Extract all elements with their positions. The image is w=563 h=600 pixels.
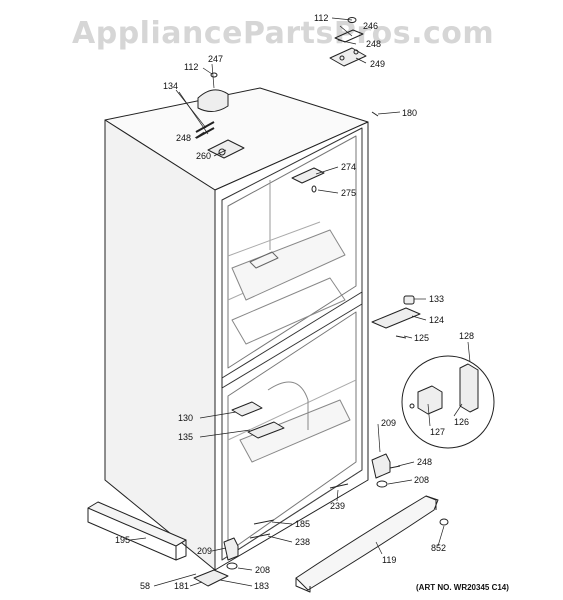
- part-135: [247, 421, 285, 439]
- center-hinge-parts: [371, 295, 421, 339]
- callout-128: 128: [459, 331, 474, 341]
- callout-127: 127: [430, 427, 445, 437]
- callout-labels: 112 246 248 249 180 112 247 134 248 260 …: [115, 13, 509, 592]
- switch-detail-inset: [401, 355, 495, 449]
- callout-275: 275: [341, 188, 356, 198]
- top-hinge-left: [195, 72, 245, 159]
- callout-124: 124: [429, 315, 444, 325]
- callout-112: 112: [314, 13, 328, 23]
- part-130: [231, 401, 263, 417]
- screw-180: [371, 111, 379, 117]
- part-239: [329, 483, 349, 489]
- leader-lines: [129, 17, 471, 587]
- watermark: AppliancePartsPros.com: [72, 16, 495, 51]
- callout-852: 852: [431, 543, 446, 553]
- callout-249: 249: [370, 59, 385, 69]
- callout-274: 274: [341, 162, 356, 172]
- callout-112: 112: [184, 62, 198, 72]
- top-hinge-right: [329, 17, 367, 67]
- callout-181: 181: [174, 581, 189, 591]
- callout-248: 248: [366, 39, 381, 49]
- callout-246: 246: [363, 21, 378, 31]
- callout-130: 130: [178, 413, 193, 423]
- callout-208: 208: [255, 565, 270, 575]
- callout-209: 209: [197, 546, 212, 556]
- callout-195: 195: [115, 535, 130, 545]
- callout-238: 238: [295, 537, 310, 547]
- part-185: [253, 519, 275, 525]
- screw-275: [311, 185, 317, 193]
- callout-185: 185: [295, 519, 310, 529]
- callout-247: 247: [208, 54, 223, 64]
- left-kick-plate: [87, 501, 187, 561]
- callout-58: 58: [140, 581, 150, 591]
- bottom-left-hinge: [193, 537, 239, 587]
- bottom-right-hinge: [371, 453, 401, 488]
- callout-209: 209: [381, 418, 396, 428]
- callout-135: 135: [178, 432, 193, 442]
- callout-133: 133: [429, 294, 444, 304]
- bracket-274: [291, 167, 325, 184]
- front-grille: [295, 495, 449, 593]
- callout-126: 126: [454, 417, 469, 427]
- cabinet-outline: [104, 87, 369, 571]
- callout-134: 134: [163, 81, 178, 91]
- callout-248: 248: [417, 457, 432, 467]
- callout-208: 208: [414, 475, 429, 485]
- part-238: [249, 533, 271, 539]
- callout-125: 125: [414, 333, 429, 343]
- callout-183: 183: [254, 581, 269, 591]
- callout-260: 260: [196, 151, 211, 161]
- callout-239: 239: [330, 501, 345, 511]
- callout-180: 180: [402, 108, 417, 118]
- art-number-note: (ART NO. WR20345 C14): [416, 583, 509, 592]
- callout-248: 248: [176, 133, 191, 143]
- callout-119: 119: [382, 555, 396, 565]
